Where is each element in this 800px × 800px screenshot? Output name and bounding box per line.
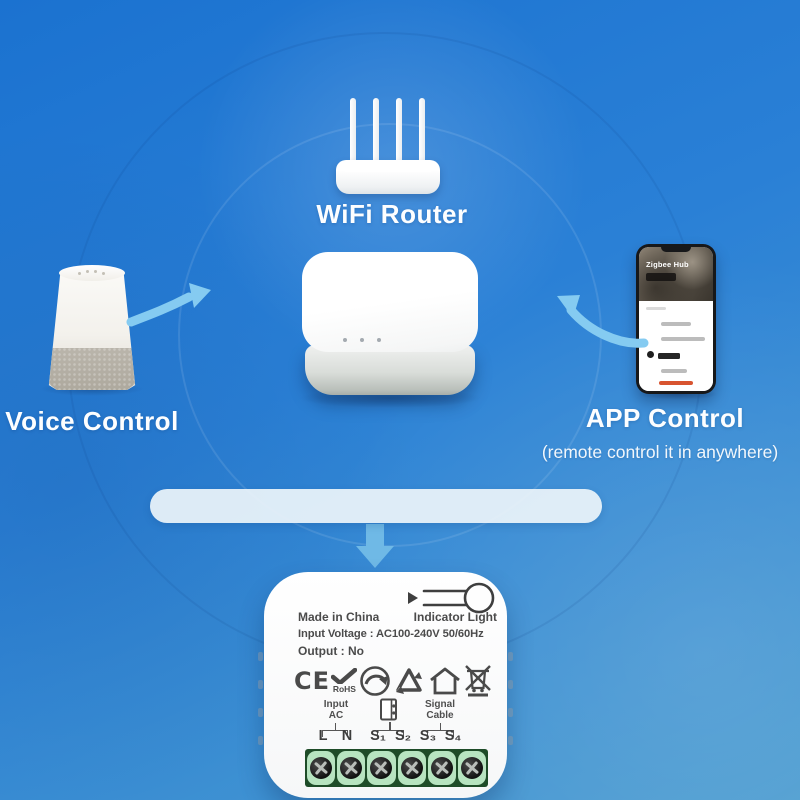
speaker-mic-dot xyxy=(86,270,89,273)
speaker-mic-dot xyxy=(78,272,81,275)
input-label-line2: AC xyxy=(328,710,344,721)
signal-label-line2: Cable xyxy=(426,710,454,721)
module-side-clip xyxy=(258,708,263,717)
voice-to-hub-arrow xyxy=(126,292,194,327)
terminal-label-S3: S₃ xyxy=(419,728,437,744)
phone-list-row xyxy=(661,337,705,341)
house-outline-icon xyxy=(429,667,460,695)
hub-led xyxy=(360,338,364,342)
hub-front-face xyxy=(305,345,475,395)
input-voltage-text: Input Voltage : AC100-240V 50/60Hz xyxy=(298,628,484,640)
voice-to-hub-arrowhead xyxy=(189,283,211,308)
input-label-line1: Input xyxy=(323,699,349,710)
module-side-clip xyxy=(508,652,513,661)
hub-top-face xyxy=(302,252,478,352)
ce-mark-icon: CE xyxy=(294,667,331,695)
phone-notch xyxy=(661,247,691,252)
app-control-note: (remote control it in anywhere) xyxy=(541,442,779,462)
input-ac-label: Input AC xyxy=(310,699,362,721)
wifi-router-illustration xyxy=(336,98,440,196)
rohs-text: RoHS xyxy=(332,684,356,695)
terminal-screw xyxy=(367,751,396,785)
speaker-mic-dot xyxy=(94,270,97,273)
router-antenna xyxy=(419,98,425,164)
module-side-clip xyxy=(258,680,263,689)
router-body xyxy=(336,160,440,194)
phone-list-icon xyxy=(647,351,654,358)
wall-switch-icon xyxy=(380,698,397,721)
phone-action-bar xyxy=(659,381,693,385)
signal-cable-label: Signal Cable xyxy=(414,699,466,721)
signal-label-line1: Signal xyxy=(424,699,455,710)
terminal-label-N: N xyxy=(341,728,353,744)
terminal-screw xyxy=(337,751,366,785)
phone-to-hub-arrow xyxy=(566,305,649,348)
terminal-label-S4: S₄ xyxy=(444,728,462,744)
zigbee-hub-illustration xyxy=(302,252,478,398)
wifi-router-label: WiFi Router xyxy=(316,199,468,229)
terminal-block xyxy=(305,749,488,787)
phone-list-row-dark xyxy=(658,353,680,359)
terminal-screw xyxy=(427,751,456,785)
terminal-screw xyxy=(457,751,487,785)
module-side-clip xyxy=(258,736,263,745)
module-side-clip xyxy=(508,736,513,745)
smartphone-illustration: Zigbee Hub xyxy=(636,244,716,394)
terminal-label-L: L xyxy=(318,728,328,744)
terminal-label-S1: S₁ xyxy=(370,728,386,744)
divider-bar xyxy=(150,489,602,523)
router-antenna xyxy=(396,98,402,164)
speaker-mic-dot xyxy=(102,272,105,275)
terminal-screw xyxy=(397,751,426,785)
certification-icons-row: CE RoHS xyxy=(294,662,493,700)
hub-led xyxy=(343,338,347,342)
app-control-label: APP Control xyxy=(585,403,745,433)
terminal-label-S2: S₂ xyxy=(394,728,412,744)
indicator-light-text: Indicator Light xyxy=(413,610,497,624)
phone-list-row xyxy=(661,322,691,326)
wiring-bracket-signal xyxy=(427,730,454,737)
bracket-stem xyxy=(389,722,391,730)
check-icon xyxy=(331,668,358,685)
module-side-clip xyxy=(258,652,263,661)
terminal-screw xyxy=(307,751,336,785)
phone-header-button xyxy=(646,273,676,281)
phone-app-body xyxy=(639,301,713,391)
module-side-clip xyxy=(508,708,513,717)
wiring-bracket-switch xyxy=(377,730,404,737)
made-in-china-text: Made in China xyxy=(298,610,380,624)
module-text-block: Made in China Indicator Light Input Volt… xyxy=(298,610,497,658)
weee-bin-icon xyxy=(465,665,491,697)
output-text: Output : No xyxy=(298,644,364,658)
indicator-cord-icon xyxy=(408,582,495,614)
rohs-check-icon: RoHS xyxy=(331,668,358,695)
speaker-body xyxy=(48,272,136,390)
phone-app-header: Zigbee Hub xyxy=(639,247,713,301)
bracket-stem xyxy=(439,723,442,730)
router-antenna xyxy=(350,98,356,164)
router-antenna xyxy=(373,98,379,164)
speaker-fabric-base xyxy=(48,348,136,390)
phone-list-row xyxy=(661,369,687,373)
module-side-clip xyxy=(508,680,513,689)
phone-app-title: Zigbee Hub xyxy=(646,260,689,269)
phone-section-bar xyxy=(646,307,666,310)
bracket-stem xyxy=(334,723,337,730)
phone-to-hub-arrowhead xyxy=(557,295,580,318)
speaker-top-surface xyxy=(59,265,125,281)
smart-speaker-illustration xyxy=(48,265,136,390)
green-dot-recycle-icon xyxy=(359,666,390,696)
recycle-triangle-icon xyxy=(396,668,423,694)
voice-control-label: Voice Control xyxy=(5,406,179,436)
down-arrow xyxy=(356,524,394,568)
switch-module-illustration: Made in China Indicator Light Input Volt… xyxy=(258,572,513,798)
hub-led xyxy=(377,338,381,342)
phone-screen: Zigbee Hub xyxy=(639,247,713,391)
wiring-bracket-input xyxy=(322,730,348,737)
